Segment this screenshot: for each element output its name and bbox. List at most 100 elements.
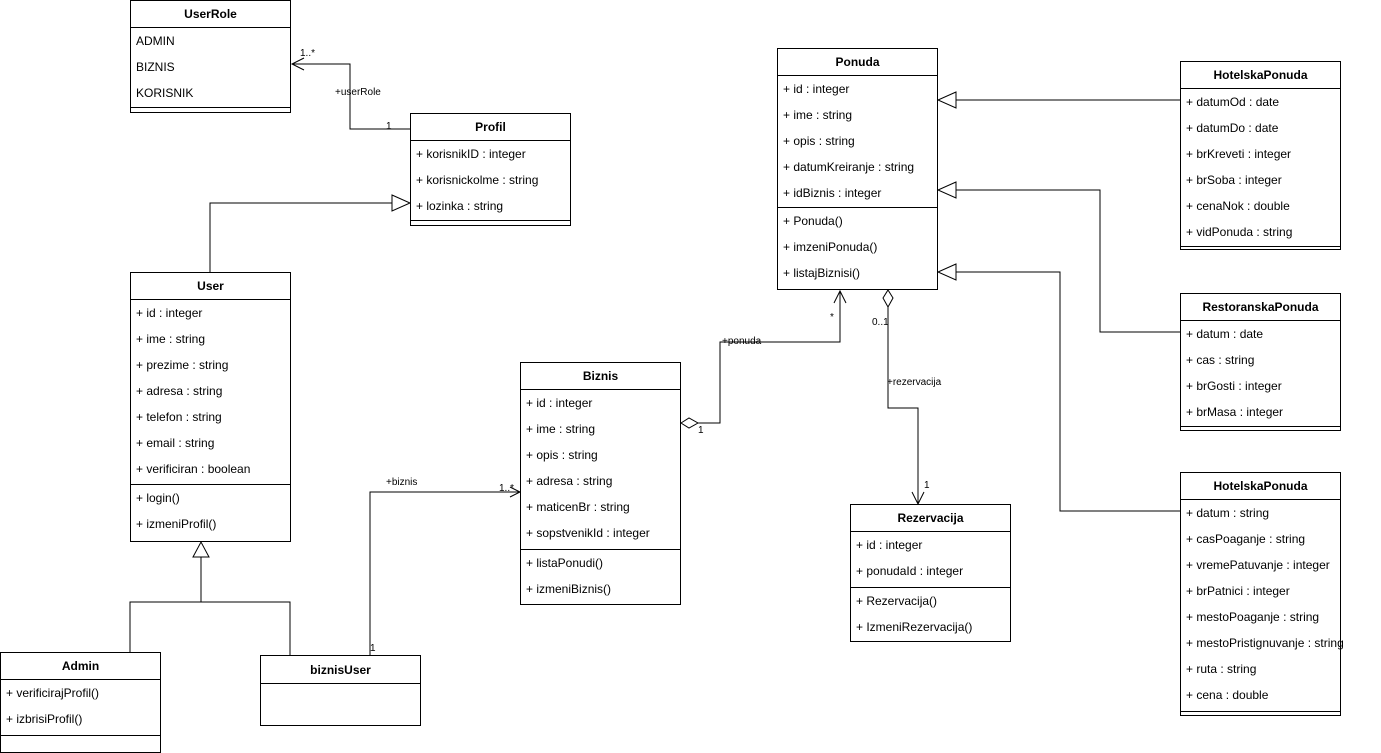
- agg-diamond-biznis: [680, 417, 700, 429]
- class-biznis-attributes: + id : integer + ime : string + opis : s…: [521, 390, 680, 550]
- attribute: + telefon : string: [136, 410, 222, 424]
- label-biznis-role: +biznis: [386, 477, 418, 488]
- attribute: + vidPonuda : string: [1186, 225, 1293, 239]
- gen-restoranska-ponuda: [956, 189, 1180, 333]
- class-profil-name: Profil: [411, 114, 570, 141]
- class-hotelska-ponuda-2[interactable]: HotelskaPonuda + datum : string + casPoa…: [1180, 472, 1344, 716]
- class-rezervacija-attributes: + id : integer + ponudaId : integer: [851, 532, 1010, 588]
- label-rez-mult-top: 0..1: [872, 317, 889, 328]
- gen-hotelska2-ponuda: [956, 271, 1180, 512]
- class-restoranska-ponuda-attributes: + datum : date + cas : string + brGosti …: [1181, 321, 1340, 427]
- attribute: + cena : double: [1186, 688, 1269, 702]
- class-restoranska-ponuda-name: RestoranskaPonuda: [1181, 294, 1340, 321]
- operation: + IzmeniRezervacija(): [856, 620, 973, 634]
- label-rez-role: +rezervacija: [887, 377, 942, 388]
- attribute: + ruta : string: [1186, 662, 1257, 676]
- class-admin-name: Admin: [1, 653, 160, 680]
- attribute: + idBiznis : integer: [783, 186, 882, 200]
- attribute: + mestoPoaganje : string: [1186, 610, 1320, 624]
- class-profil-attributes: + korisnikID : integer + korisnickolme :…: [411, 141, 570, 221]
- operation: + Ponuda(): [783, 214, 843, 228]
- attribute: BIZNIS: [136, 60, 175, 74]
- gen-triangle-user: [192, 540, 210, 558]
- class-hotelska-ponuda-1-attributes: + datumOd : date + datumDo : date + brKr…: [1181, 89, 1340, 247]
- class-user[interactable]: User + id : integer + ime : string + pre…: [130, 272, 291, 542]
- arrowhead-ponuda: [833, 289, 847, 304]
- class-biznis-name: Biznis: [521, 363, 680, 390]
- class-profil[interactable]: Profil + korisnikID : integer + korisnic…: [410, 113, 571, 226]
- label-userrole-mult: 1..*: [300, 48, 316, 59]
- attribute: + sopstvenikId : integer: [526, 526, 650, 540]
- gen-triangle-hotelska2: [936, 263, 957, 281]
- label-biznis-ponuda-mult: 1: [698, 425, 704, 436]
- class-user-operations: + login() + izmeniProfil(): [131, 485, 290, 542]
- label-userrole-role: +userRole: [335, 87, 381, 98]
- class-ponuda[interactable]: Ponuda + id : integer + ime : string + o…: [777, 48, 938, 290]
- attribute: + ime : string: [783, 108, 853, 122]
- class-hotelska-ponuda-1-name: HotelskaPonuda: [1181, 62, 1340, 89]
- attribute: + datum : string: [1186, 506, 1270, 520]
- attribute: + mestoPristignuvanje : string: [1186, 636, 1344, 650]
- class-rezervacija-name: Rezervacija: [851, 505, 1010, 532]
- class-ponuda-name: Ponuda: [778, 49, 937, 76]
- attribute: + adresa : string: [526, 474, 613, 488]
- class-userrole-name: UserRole: [131, 1, 290, 28]
- attribute: + ime : string: [526, 422, 596, 436]
- class-biznisuser-name: biznisUser: [261, 656, 420, 684]
- attribute: + cenaNok : double: [1186, 199, 1290, 213]
- attribute: + cas : string: [1186, 353, 1255, 367]
- class-biznisuser-body: [261, 684, 420, 726]
- attribute: + adresa : string: [136, 384, 223, 398]
- operation: + listaPonudi(): [526, 556, 604, 570]
- attribute: + brPatnici : integer: [1186, 584, 1290, 598]
- attribute: + korisnickolme : string: [416, 173, 539, 187]
- operation: + izbrisiProfil(): [6, 712, 83, 726]
- attribute: + maticenBr : string: [526, 500, 630, 514]
- attribute: + lozinka : string: [416, 199, 504, 213]
- class-admin[interactable]: Admin + verificirajProfil() + izbrisiPro…: [0, 652, 161, 753]
- attribute: + datumOd : date: [1186, 95, 1280, 109]
- attribute: + id : integer: [136, 306, 203, 320]
- operation: + izmeniProfil(): [136, 517, 217, 531]
- class-biznis[interactable]: Biznis + id : integer + ime : string + o…: [520, 362, 681, 605]
- attribute: + id : integer: [526, 396, 593, 410]
- attribute: + email : string: [136, 436, 215, 450]
- gen-user-profil: [209, 202, 392, 272]
- label-ponuda-role: +ponuda: [722, 336, 762, 347]
- label-profil-mult: 1: [386, 121, 392, 132]
- agg-ponuda-rezervacija: [887, 307, 919, 504]
- attribute: + verificiran : boolean: [136, 462, 251, 476]
- attribute: KORISNIK: [136, 86, 194, 100]
- attribute: + brMasa : integer: [1186, 405, 1284, 419]
- attribute: + vremePatuvanje : integer: [1186, 558, 1330, 572]
- class-rezervacija[interactable]: Rezervacija + id : integer + ponudaId : …: [850, 504, 1011, 642]
- arrowhead-userrole: [290, 57, 305, 71]
- label-ponuda-mult: *: [830, 312, 834, 323]
- class-rezervacija-operations: + Rezervacija() + IzmeniRezervacija(): [851, 588, 1010, 642]
- class-hotelska-ponuda-1[interactable]: HotelskaPonuda + datumOd : date + datumD…: [1180, 61, 1341, 250]
- label-biznis-mult: 1..*: [499, 483, 515, 494]
- assoc-profil-userrole: [292, 63, 410, 130]
- attribute: + id : integer: [783, 82, 850, 96]
- class-admin-operations: + verificirajProfil() + izbrisiProfil(): [1, 680, 160, 736]
- class-restoranska-ponuda[interactable]: RestoranskaPonuda + datum : date + cas :…: [1180, 293, 1341, 431]
- class-user-attributes: + id : integer + ime : string + prezime …: [131, 300, 290, 485]
- gen-triangle-profil: [391, 194, 412, 212]
- gen-triangle-restoranska: [936, 181, 957, 199]
- attribute: + brKreveti : integer: [1186, 147, 1292, 161]
- class-hotelska-ponuda-2-attributes: + datum : string + casPoaganje : string …: [1181, 500, 1344, 712]
- class-userrole[interactable]: UserRole ADMIN BIZNIS KORISNIK: [130, 0, 291, 113]
- operation: + login(): [136, 491, 180, 505]
- attribute: + opis : string: [526, 448, 598, 462]
- class-user-name: User: [131, 273, 290, 300]
- operation: + Rezervacija(): [856, 594, 938, 608]
- operation: + listajBiznisi(): [783, 266, 861, 280]
- attribute: + id : integer: [856, 538, 923, 552]
- class-biznis-operations: + listaPonudi() + izmeniBiznis(): [521, 550, 680, 605]
- class-hotelska-ponuda-2-name: HotelskaPonuda: [1181, 473, 1340, 500]
- class-biznisuser[interactable]: biznisUser: [260, 655, 421, 726]
- attribute: ADMIN: [136, 34, 175, 48]
- attribute: + ponudaId : integer: [856, 564, 964, 578]
- attribute: + prezime : string: [136, 358, 229, 372]
